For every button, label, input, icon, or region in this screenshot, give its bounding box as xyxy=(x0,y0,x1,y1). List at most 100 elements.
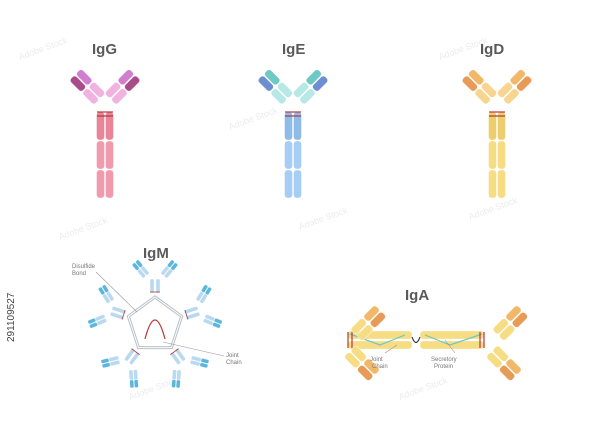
igm-light-chain-segment xyxy=(171,369,177,380)
igd-antibody xyxy=(462,69,532,199)
iga-variable-segment xyxy=(363,358,380,375)
igm-variable-segment xyxy=(213,317,223,325)
heavy-chain-constant-segment xyxy=(293,140,302,170)
light-chain-variable-segment xyxy=(312,75,328,92)
light-chain-constant-segment xyxy=(82,88,99,105)
iga-light-chain-segment xyxy=(499,324,516,341)
igg-antibody xyxy=(70,69,140,199)
disulfide-bond xyxy=(121,309,126,320)
iga-light-variable-segment xyxy=(357,365,374,381)
disulfide-bond xyxy=(131,348,140,355)
igm-light-variable-segment xyxy=(212,322,221,329)
igm-variable-segment xyxy=(199,362,209,369)
heavy-chain-arm-segment xyxy=(89,82,105,98)
igm-arm-segment xyxy=(128,369,134,381)
igm-light-variable-segment xyxy=(170,262,179,271)
stock-id: 291109527 xyxy=(6,292,17,342)
iga-arm xyxy=(492,305,528,341)
disulfide-bond-label-line2: Bond xyxy=(72,271,86,277)
iga-variable-segment xyxy=(505,358,522,375)
igm-joint-chain-label-line2: Chain xyxy=(226,360,242,366)
igm-variable-segment xyxy=(98,286,106,296)
iga-arm xyxy=(350,305,386,341)
igm-joint-chain xyxy=(144,319,166,340)
heavy-chain-constant-segment xyxy=(497,169,506,199)
iga-light-chain-segment xyxy=(486,352,503,369)
iga-joint-chain-label-line2: Chain xyxy=(372,364,388,370)
secretory-protein-leader xyxy=(444,339,456,354)
igm-heavy-chain-segment xyxy=(174,348,186,362)
igm-arm-segment xyxy=(176,369,182,381)
igm-light-variable-segment xyxy=(100,358,110,364)
iga-light-variable-segment xyxy=(512,311,528,328)
light-chain-variable-segment xyxy=(258,75,274,92)
igm-monomer xyxy=(87,284,127,329)
igm-heavy-chain-segment xyxy=(124,348,136,362)
igm-monomer xyxy=(131,259,179,294)
svg-text:Adobe Stock: Adobe Stock xyxy=(397,375,449,402)
igm-title: IgM xyxy=(143,245,169,262)
heavy-chain-arm-segment xyxy=(277,82,293,98)
igm-heavy-chain-segment xyxy=(111,306,127,315)
ige-title: IgE xyxy=(282,41,305,58)
igm-monomer xyxy=(100,348,140,389)
heavy-chain-variable-segment xyxy=(76,69,93,86)
iga-light-variable-segment xyxy=(370,311,386,328)
igm-heavy-chain-segment xyxy=(170,351,181,365)
iga-variable-segment xyxy=(505,305,522,322)
light-chain-variable-segment xyxy=(462,75,478,92)
heavy-chain-constant-segment xyxy=(497,140,506,170)
iga-arm xyxy=(486,345,522,381)
light-chain-variable-segment xyxy=(516,75,532,92)
iga-variable-segment xyxy=(363,305,380,322)
igm-heavy-chain-segment xyxy=(129,351,140,365)
igd-title: IgD xyxy=(480,41,504,58)
iga-title: IgA xyxy=(405,287,429,304)
heavy-chain-constant-segment xyxy=(293,169,302,199)
ige-antibody xyxy=(258,69,328,199)
svg-text:Adobe Stock: Adobe Stock xyxy=(467,195,519,222)
iga-heavy-chain-stem xyxy=(419,340,485,350)
heavy-chain-constant-segment xyxy=(105,169,114,199)
igm-light-variable-segment xyxy=(131,262,140,271)
secretory-protein-label-line1: Secretory xyxy=(431,357,457,363)
iga-light-variable-segment xyxy=(499,365,516,381)
iga-joint-chain-label-line1: Joint xyxy=(370,357,383,363)
light-chain-variable-segment xyxy=(70,75,86,92)
iga-arm xyxy=(344,345,380,381)
disulfide-bond-label: Disulfide Bond xyxy=(72,264,138,313)
heavy-chain-constant-segment xyxy=(488,140,497,170)
igm-monomer xyxy=(170,348,210,389)
igm-pentamer xyxy=(87,259,223,389)
heavy-chain-constant-segment xyxy=(96,169,105,199)
heavy-chain-variable-segment xyxy=(305,69,322,86)
heavy-chain-variable-segment xyxy=(509,69,526,86)
secretory-protein-label: Secretory Protein xyxy=(431,339,457,370)
igm-light-variable-segment xyxy=(171,379,177,388)
heavy-chain-arm-segment xyxy=(481,82,497,98)
igm-variable-segment xyxy=(101,362,111,369)
heavy-chain-variable-segment xyxy=(468,69,485,86)
heavy-chain-constant-segment xyxy=(284,169,293,199)
iga-joint-chain-leader xyxy=(384,344,398,354)
igm-light-variable-segment xyxy=(133,379,139,388)
svg-text:Adobe Stock: Adobe Stock xyxy=(57,215,109,242)
heavy-chain-constant-segment xyxy=(488,169,497,199)
igm-joint-chain-label: Joint Chain xyxy=(162,341,242,366)
disulfide-bond xyxy=(184,309,189,320)
heavy-chain-constant-segment xyxy=(284,140,293,170)
heavy-chain-arm-segment xyxy=(105,82,121,98)
heavy-chain-arm-segment xyxy=(497,82,513,98)
svg-text:Adobe Stock: Adobe Stock xyxy=(297,205,349,232)
igm-light-variable-segment xyxy=(101,284,109,293)
igm-light-chain-segment xyxy=(133,369,139,380)
iga-light-chain-segment xyxy=(344,352,361,369)
igm-joint-chain-leader xyxy=(162,341,225,357)
igm-heavy-chain-segment xyxy=(109,311,125,320)
igm-core-ring-inner xyxy=(127,296,183,349)
iga-light-chain-segment xyxy=(357,324,374,341)
iga-arm-segment xyxy=(492,318,509,335)
igm-variable-segment xyxy=(167,259,175,268)
light-chain-constant-segment xyxy=(503,88,520,105)
